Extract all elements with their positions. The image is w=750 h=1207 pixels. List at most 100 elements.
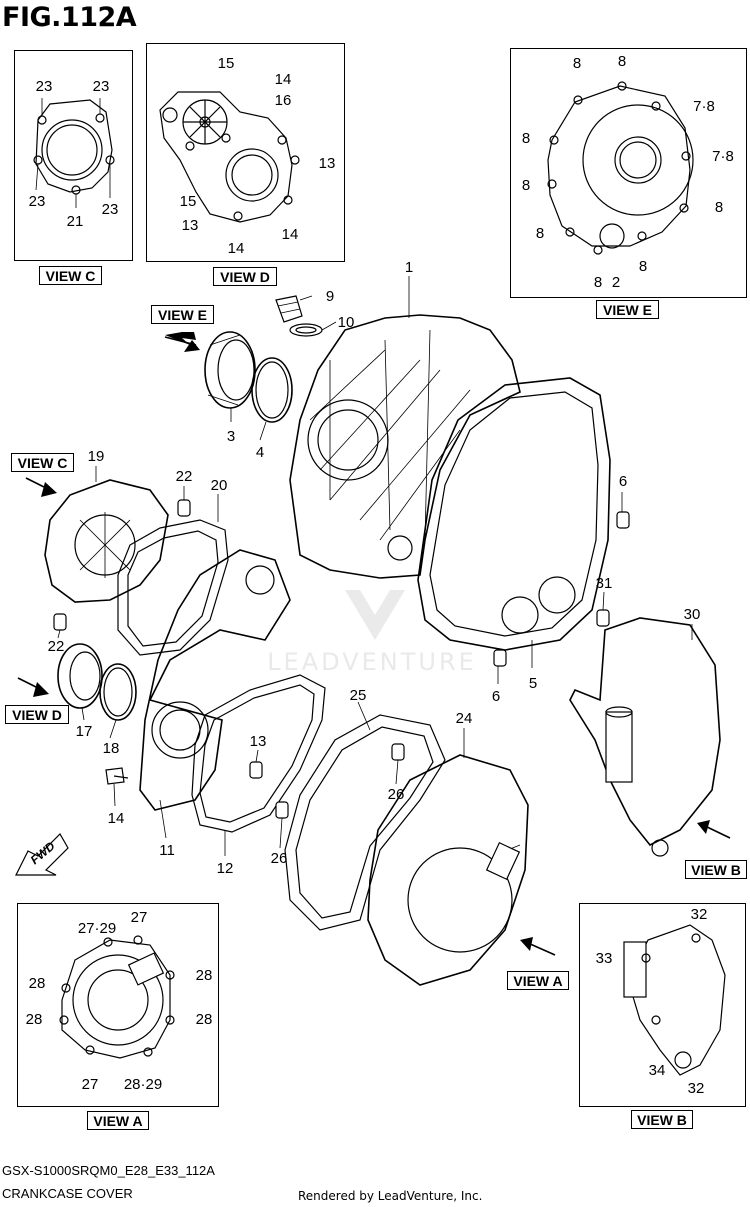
callout-14: 14 xyxy=(107,810,125,827)
callout-13: 13 xyxy=(249,733,267,750)
leader-lines xyxy=(57,276,693,856)
view-e-callout-78b: 7·8 xyxy=(712,148,734,165)
rendered-by: Rendered by LeadVenture, Inc. xyxy=(298,1189,483,1203)
callout-25: 25 xyxy=(349,687,367,704)
part-30-cover xyxy=(569,617,721,857)
view-e-callout-8f: 8 xyxy=(535,225,545,242)
view-e-label: VIEW E xyxy=(596,300,659,319)
callout-26a: 26 xyxy=(387,786,405,803)
view-d-box xyxy=(146,43,345,262)
callout-11: 11 xyxy=(159,842,175,859)
view-d-callout-14-bl: 14 xyxy=(227,240,245,257)
callout-1: 1 xyxy=(404,259,414,276)
part-25-gasket xyxy=(284,714,446,931)
view-b-callout-33: 33 xyxy=(595,950,613,967)
callout-30: 30 xyxy=(683,606,701,623)
view-a-callout-2729-top: 27·29 xyxy=(77,920,117,937)
view-e-callout-8e: 8 xyxy=(714,199,724,216)
callout-19: 19 xyxy=(87,448,105,465)
view-c-pointer-label: VIEW C xyxy=(11,453,74,472)
fwd-arrow-icon xyxy=(15,833,69,876)
callout-3: 3 xyxy=(226,428,236,445)
view-e-callout-8a: 8 xyxy=(572,55,582,72)
view-b-box xyxy=(579,903,746,1107)
part-11-cover xyxy=(139,549,291,811)
view-c-cover-drawing xyxy=(33,98,115,208)
figure-title: FIG.112A xyxy=(2,2,137,33)
view-d-callout-14-top: 14 xyxy=(274,71,292,88)
view-e-callout-8h: 8 xyxy=(638,258,648,275)
view-a-label: VIEW A xyxy=(87,1111,149,1130)
callout-20: 20 xyxy=(210,477,228,494)
part-4-o-ring xyxy=(251,357,293,423)
part-20-gasket xyxy=(117,519,229,656)
model-code: GSX-S1000SRQM0_E28_E33_112A xyxy=(2,1163,215,1178)
view-b-label: VIEW B xyxy=(631,1110,693,1129)
view-a-callout-28-lt: 28 xyxy=(28,975,46,992)
view-e-pointer-label: VIEW E xyxy=(151,305,214,324)
view-a-callout-27-top: 27 xyxy=(130,909,148,926)
view-e-callout-78a: 7·8 xyxy=(693,98,715,115)
callout-17: 17 xyxy=(75,723,93,740)
callout-6b: 6 xyxy=(491,688,501,705)
part-17-oil-seal xyxy=(57,643,103,709)
callout-2: 2 xyxy=(611,274,621,291)
view-b-cover-drawing xyxy=(623,924,726,1076)
view-d-callout-14-br: 14 xyxy=(281,226,299,243)
view-d-callout-16: 16 xyxy=(274,92,292,109)
part-24-cover xyxy=(367,754,529,986)
view-a-callout-2829-bottom: 28·29 xyxy=(123,1076,163,1093)
figure-caption: CRANKCASE COVER xyxy=(2,1186,133,1201)
svg-text:LEADVENTURE: LEADVENTURE xyxy=(267,648,477,676)
callout-4: 4 xyxy=(255,444,265,461)
view-b-pointer-label: VIEW B xyxy=(685,860,747,879)
view-e-box xyxy=(510,48,747,298)
view-a-callout-28-rt: 28 xyxy=(195,967,213,984)
view-b-callout-34: 34 xyxy=(648,1062,666,1079)
view-d-label: VIEW D xyxy=(213,267,277,286)
view-d-pointer-label: VIEW D xyxy=(5,705,69,724)
view-a-callout-27-bottom: 27 xyxy=(81,1076,99,1093)
view-c-callout-23-bl: 23 xyxy=(28,193,46,210)
callout-10: 10 xyxy=(337,314,355,331)
part-1-cover-housing xyxy=(289,314,521,579)
callout-22b: 22 xyxy=(47,638,65,655)
view-e-callout-8d: 8 xyxy=(521,177,531,194)
callout-9: 9 xyxy=(325,288,335,305)
view-a-callout-28-lb: 28 xyxy=(25,1011,43,1028)
view-d-callout-13-bottom: 13 xyxy=(181,217,199,234)
view-arrows xyxy=(17,332,731,956)
view-c-callout-23-tl: 23 xyxy=(35,78,53,95)
part-19-cover xyxy=(44,479,169,603)
view-b-callout-32-bottom: 32 xyxy=(687,1080,705,1097)
view-a-box xyxy=(17,903,219,1107)
view-d-callout-15-top: 15 xyxy=(217,55,235,72)
part-10-washer xyxy=(289,323,323,337)
callout-6a: 6 xyxy=(618,473,628,490)
callout-5: 5 xyxy=(528,675,538,692)
view-e-callout-8g: 8 xyxy=(593,274,603,291)
view-c-box xyxy=(14,50,133,261)
part-3-oil-seal xyxy=(204,331,256,409)
view-c-callout-23-tr: 23 xyxy=(92,78,110,95)
watermark-logo: LEADVENTURE xyxy=(267,590,477,676)
view-a-callout-28-rb: 28 xyxy=(195,1011,213,1028)
callout-26b: 26 xyxy=(270,850,288,867)
view-a-pointer-label: VIEW A xyxy=(507,971,569,990)
view-c-label: VIEW C xyxy=(39,266,102,285)
part-14-bolt xyxy=(105,767,129,785)
part-12-gasket xyxy=(191,674,326,833)
callout-24: 24 xyxy=(455,710,473,727)
callout-12: 12 xyxy=(216,860,234,877)
view-e-callout-8c: 8 xyxy=(521,130,531,147)
view-d-callout-13-right: 13 xyxy=(318,155,336,172)
view-d-cover-drawing xyxy=(159,91,300,223)
view-a-cover-drawing xyxy=(59,935,175,1059)
view-c-callout-21: 21 xyxy=(66,213,84,230)
view-e-callout-8b: 8 xyxy=(617,53,627,70)
view-e-cover-drawing xyxy=(547,81,694,255)
callout-31: 31 xyxy=(595,575,613,592)
part-5-gasket xyxy=(417,377,611,651)
